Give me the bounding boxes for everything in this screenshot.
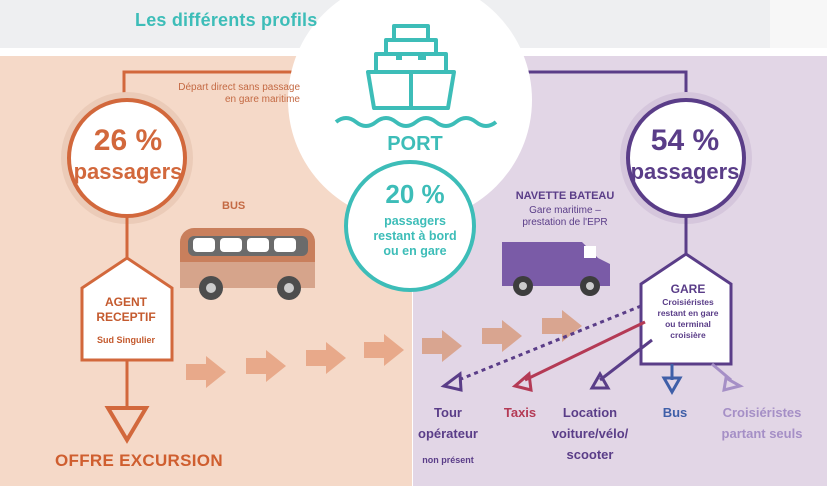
- destination-arrows: [440, 304, 744, 396]
- bus-icon: [180, 228, 315, 300]
- port-label: PORT: [387, 133, 443, 155]
- destination-line: opérateur: [418, 426, 478, 441]
- center-circle: [344, 160, 476, 292]
- left-percent: 26 %: [93, 124, 163, 157]
- gare-title: GARE: [670, 282, 706, 296]
- destination-bus: Bus: [655, 402, 695, 423]
- destination-independent: Croisiéristes partant seuls: [712, 402, 812, 444]
- direct-departure-note: Départ direct sans passage en gare marit…: [150, 82, 300, 106]
- destination-taxis: Taxis: [495, 402, 545, 423]
- shuttle-subtitle: Gare maritime – prestation de l'EPR: [495, 205, 635, 229]
- offer-excursion-label: OFFRE EXCURSION: [55, 451, 223, 470]
- title-band-fade: [770, 0, 827, 48]
- destination-line: Tour: [434, 405, 462, 420]
- destination-line: partant seuls: [721, 426, 803, 441]
- center-desc-line-3: ou en gare: [383, 244, 447, 258]
- gare-house-shape: [639, 252, 733, 366]
- bus-label: BUS: [222, 200, 246, 212]
- destination-line: Bus: [662, 405, 688, 420]
- gare-desc-line-3: ou terminal: [665, 319, 711, 329]
- van-icon: [502, 242, 610, 296]
- agent-title-line-2: RECEPTIF: [96, 310, 156, 324]
- ship-icon: [334, 24, 498, 128]
- direct-note-line-2: en gare maritime: [224, 94, 300, 105]
- port-circle: [288, 0, 532, 222]
- gare-description: Croisiéristes restant en gare ou termina…: [648, 297, 728, 341]
- gare-desc-line-1: Croisiéristes: [662, 297, 714, 307]
- agent-title: AGENT RECEPTIF: [86, 295, 166, 325]
- destination-rental: Location voiture/vélo/ scooter: [545, 402, 635, 465]
- right-percent: 54 %: [650, 124, 720, 157]
- center-description: passagers restant à bord ou en gare: [345, 214, 485, 259]
- destination-tour-operator: Tour opérateur: [408, 402, 488, 444]
- page-title: Les différents profils: [135, 10, 318, 30]
- agent-subtitle: Sud Singulier: [96, 335, 155, 345]
- gare-desc-line-4: croisière: [670, 330, 706, 340]
- right-passengers-label: passagers: [630, 159, 740, 184]
- destination-line: Taxis: [503, 405, 537, 420]
- offer-arrow-down-icon: [104, 406, 150, 444]
- shuttle-title: NAVETTE BATEAU: [515, 190, 615, 202]
- flow-arrows-left: [186, 334, 404, 388]
- left-passengers-label: passagers: [73, 159, 183, 184]
- right-circle: [626, 98, 746, 218]
- gare-desc-line-2: restant en gare: [657, 308, 719, 318]
- center-percent: 20 %: [385, 179, 445, 209]
- destination-line: voiture/vélo/: [551, 426, 629, 441]
- destination-line: Croisiéristes: [722, 405, 802, 420]
- center-desc-line-1: passagers: [384, 214, 446, 228]
- center-desc-line-2: restant à bord: [373, 229, 457, 243]
- destination-line: Location: [562, 405, 618, 420]
- direct-note-line-1: Départ direct sans passage: [178, 82, 300, 93]
- destination-line: scooter: [566, 447, 614, 462]
- shuttle-sub-line-1: Gare maritime –: [529, 205, 601, 216]
- destination-tour-operator-note: non présent: [422, 455, 474, 465]
- agent-title-line-1: AGENT: [105, 295, 147, 309]
- shuttle-sub-line-2: prestation de l'EPR: [522, 217, 608, 228]
- left-circle: [67, 98, 187, 218]
